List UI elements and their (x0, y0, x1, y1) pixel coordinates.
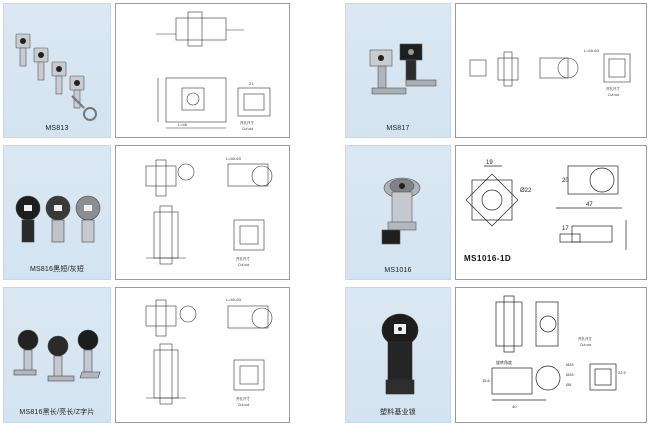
ms816a-lock-illustration (15, 195, 101, 243)
drawing-ms1016: 19 Ø22 47 20 17 MS1016-1D (455, 145, 647, 280)
dim-21: 21 (249, 81, 254, 86)
product-photo-ms817: MS817 (345, 3, 451, 138)
dim-40: 40 (512, 404, 517, 409)
caption-ms816b: MS816黑长/亮长/Z字片 (19, 409, 95, 416)
cutout-note-cn-817: 开孔尺寸 (606, 86, 620, 91)
ms817-technical-drawing: L=40-63 开孔尺寸 Cut out (469, 48, 631, 97)
product-photo-plastic-lock: 塑料基业锁 (345, 287, 451, 423)
caption-ms817: MS817 (386, 125, 410, 132)
caption-ms813: MS813 (45, 125, 69, 132)
plastic-lock-technical-drawing: 开孔尺寸 Cut out 旋转角度 Ø28 Ø26 Ø8 22.5 15.6 4… (482, 295, 627, 409)
ms1016-lock-illustration (381, 177, 421, 245)
drawing-ms813: L=46 21 开孔尺寸 Cut out (115, 3, 290, 138)
product-photo-ms816a: MS816黑短/灰短 (3, 145, 111, 280)
ms1016-technical-drawing: 19 Ø22 47 20 17 (465, 160, 627, 250)
cutout-note-en: Cut out (242, 127, 253, 131)
product-photo-ms813: MS813 (3, 3, 111, 138)
dim-d8: Ø8 (566, 382, 572, 387)
dim-20: 20 (562, 178, 569, 184)
drawing-label-ms1016: MS1016-1D (464, 254, 512, 263)
drawing-plastic-lock: 开孔尺寸 Cut out 旋转角度 Ø28 Ø26 Ø8 22.5 15.6 4… (455, 287, 647, 423)
rotate-angle-note: 旋转角度 (496, 359, 512, 365)
caption-ms1016: MS1016 (384, 267, 412, 274)
cutout-note-cn-plastic: 开孔尺寸 (578, 336, 592, 341)
drawing-ms817: L=40-63 开孔尺寸 Cut out (455, 3, 647, 138)
product-photo-ms816b: MS816黑长/亮长/Z字片 (3, 287, 111, 423)
cutout-note-en-817: Cut out (608, 93, 619, 97)
dim-l-range-816b: L=40-63 (226, 297, 242, 302)
dim-19: 19 (486, 160, 493, 166)
dim-d22: Ø22 (520, 188, 532, 194)
dim-l46: L=46 (178, 122, 188, 127)
cutout-note-cn: 开孔尺寸 (240, 120, 254, 125)
ms816a-technical-drawing: L=40-63 开孔尺寸 Cut out (145, 156, 273, 267)
ms816b-lock-illustration (13, 329, 101, 382)
cutout-note-en-816a: Cut out (238, 263, 249, 267)
dim-l-range-816a: L=40-63 (226, 156, 242, 161)
cutout-note-en-816b: Cut out (238, 403, 249, 407)
dim-d26: Ø26 (566, 372, 574, 377)
ms813-lock-illustration (15, 33, 97, 121)
product-photo-ms1016: MS1016 (345, 145, 451, 280)
dim-d28: Ø28 (566, 362, 574, 367)
cutout-note-en-plastic: Cut out (580, 343, 591, 347)
dim-15-6: 15.6 (482, 378, 491, 383)
caption-ms816a: MS816黑短/灰短 (29, 266, 85, 273)
dim-47: 47 (586, 202, 593, 208)
drawing-ms816a: L=40-63 开孔尺寸 Cut out (115, 145, 290, 280)
cutout-note-cn-816a: 开孔尺寸 (236, 256, 250, 261)
ms813-technical-drawing: L=46 21 开孔尺寸 Cut out (156, 11, 271, 131)
ms816b-technical-drawing: L=40-63 开孔尺寸 Cut out (145, 297, 273, 407)
drawing-ms816b: L=40-63 开孔尺寸 Cut out (115, 287, 290, 423)
dim-22-5: 22.5 (618, 370, 627, 375)
plastic-lock-illustration (381, 313, 419, 395)
cutout-note-cn-816b: 开孔尺寸 (236, 396, 250, 401)
dim-17: 17 (562, 226, 569, 232)
ms817-lock-illustration (369, 43, 437, 95)
caption-plastic-lock: 塑料基业锁 (380, 409, 416, 416)
dim-l-range: L=40-63 (584, 48, 600, 53)
